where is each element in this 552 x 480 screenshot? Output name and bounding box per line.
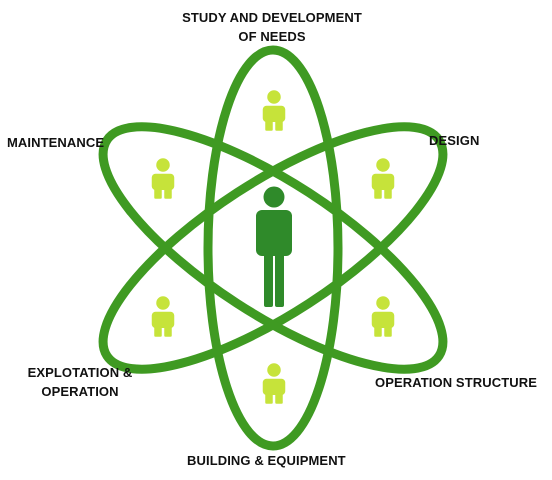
person-icon-explotation — [151, 296, 175, 337]
label-study: STUDY AND DEVELOPMENT OF NEEDS — [172, 8, 372, 46]
label-explotation: EXPLOTATION & OPERATION — [16, 363, 144, 401]
orbit-rings — [98, 45, 448, 451]
label-study-line-1: STUDY AND DEVELOPMENT — [182, 10, 362, 25]
center-person-icon — [256, 186, 292, 307]
label-operation-structure-line-1: OPERATION STRUCTURE — [375, 375, 537, 390]
person-icon-design — [371, 158, 395, 199]
label-building: BUILDING & EQUIPMENT — [187, 451, 346, 470]
person-icon-study — [262, 90, 286, 131]
label-explotation-line-1: EXPLOTATION & — [27, 365, 133, 380]
label-maintenance: MAINTENANCE — [7, 133, 104, 152]
label-design-line-1: DESIGN — [429, 133, 480, 148]
orbit-diagonal-b — [98, 122, 448, 374]
label-design: DESIGN — [429, 131, 479, 150]
person-icon-maintenance — [151, 158, 175, 199]
label-maintenance-line-1: MAINTENANCE — [7, 135, 105, 150]
person-icon-building — [262, 363, 286, 404]
label-building-line-1: BUILDING & EQUIPMENT — [187, 453, 346, 468]
label-study-line-2: OF NEEDS — [238, 29, 306, 44]
orbit-vertical — [203, 45, 343, 451]
orbit-diagonal-a — [98, 122, 448, 374]
person-icon-operation-structure — [371, 296, 395, 337]
label-operation-structure: OPERATION STRUCTURE — [375, 373, 537, 392]
label-explotation-line-2: OPERATION — [41, 384, 119, 399]
